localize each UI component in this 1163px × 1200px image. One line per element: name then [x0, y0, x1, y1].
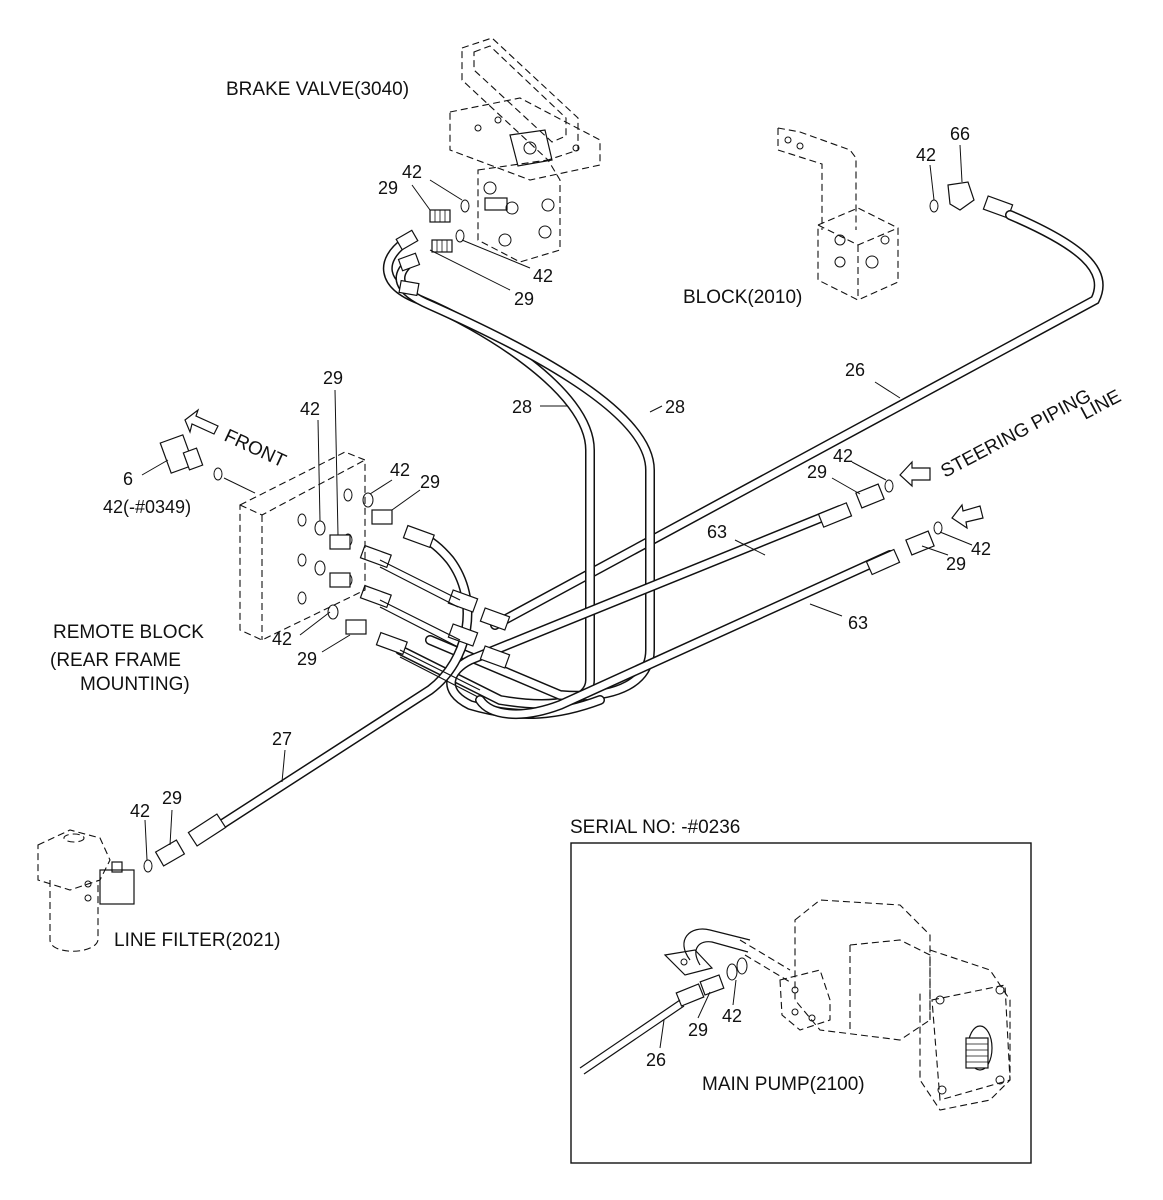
line-filter: [37, 829, 135, 952]
part-26: 26: [845, 360, 865, 380]
part-63: 63: [707, 522, 727, 542]
steering-fittings: [855, 479, 943, 556]
line-filter-fittings: [143, 839, 186, 873]
hose-fittings: [187, 229, 901, 847]
front-arrow: [184, 408, 219, 435]
part-66: 66: [950, 124, 970, 144]
main-pump: [779, 899, 1011, 1111]
part-63: 63: [848, 613, 868, 633]
part-42: 42: [916, 145, 936, 165]
label-steering-1: STEERING PIPING: [937, 386, 1094, 483]
part-29: 29: [162, 788, 182, 808]
pump-elbow: [663, 928, 791, 983]
part-42: 42: [833, 446, 853, 466]
part-29: 29: [807, 462, 827, 482]
pump-fittings: [579, 957, 748, 1075]
remote-block: [239, 451, 374, 641]
part-42: 42: [533, 266, 553, 286]
part-42: 42: [300, 399, 320, 419]
part-29: 29: [420, 472, 440, 492]
part-28: 28: [665, 397, 685, 417]
serial-inset-frame: [570, 842, 1032, 1164]
pipes: [205, 210, 1104, 837]
part-29: 29: [297, 649, 317, 669]
label-serial: SERIAL NO: -#0236: [570, 817, 740, 838]
brake-valve: [449, 37, 601, 263]
remote-block-fittings: [159, 434, 393, 635]
block-2010: [777, 127, 899, 301]
label-remote-block-2: (REAR FRAME: [50, 650, 181, 671]
part-29: 29: [688, 1020, 708, 1040]
part-42: 42: [272, 629, 292, 649]
remote-block-hoses: [379, 559, 481, 698]
label-remote-block-3: MOUNTING): [80, 674, 190, 695]
steering-arrows: [899, 460, 984, 530]
label-front: FRONT: [221, 425, 290, 472]
part-29: 29: [323, 368, 343, 388]
part-26: 26: [646, 1050, 666, 1070]
part-42: 42: [390, 460, 410, 480]
part-28: 28: [512, 397, 532, 417]
label-block: BLOCK(2010): [683, 287, 802, 308]
part-6: 6: [123, 469, 133, 489]
part-42: 42: [722, 1006, 742, 1026]
label-main-pump: MAIN PUMP(2100): [702, 1074, 865, 1095]
part-42: 42: [130, 801, 150, 821]
part-29: 29: [514, 289, 534, 309]
block-fittings: [929, 181, 1014, 219]
label-remote-block-1: REMOTE BLOCK: [53, 622, 204, 643]
part-42: 42: [971, 539, 991, 559]
part-42: 42: [402, 162, 422, 182]
part-42-0349: 42(-#0349): [103, 497, 191, 517]
label-line-filter: LINE FILTER(2021): [114, 930, 280, 951]
pipe-28-left: [382, 237, 595, 709]
part-29: 29: [946, 554, 966, 574]
leader-lines: [141, 144, 973, 1049]
brake-valve-fittings: [429, 199, 470, 253]
part-27: 27: [272, 729, 292, 749]
label-brake-valve: BRAKE VALVE(3040): [226, 79, 409, 100]
part-29: 29: [378, 178, 398, 198]
